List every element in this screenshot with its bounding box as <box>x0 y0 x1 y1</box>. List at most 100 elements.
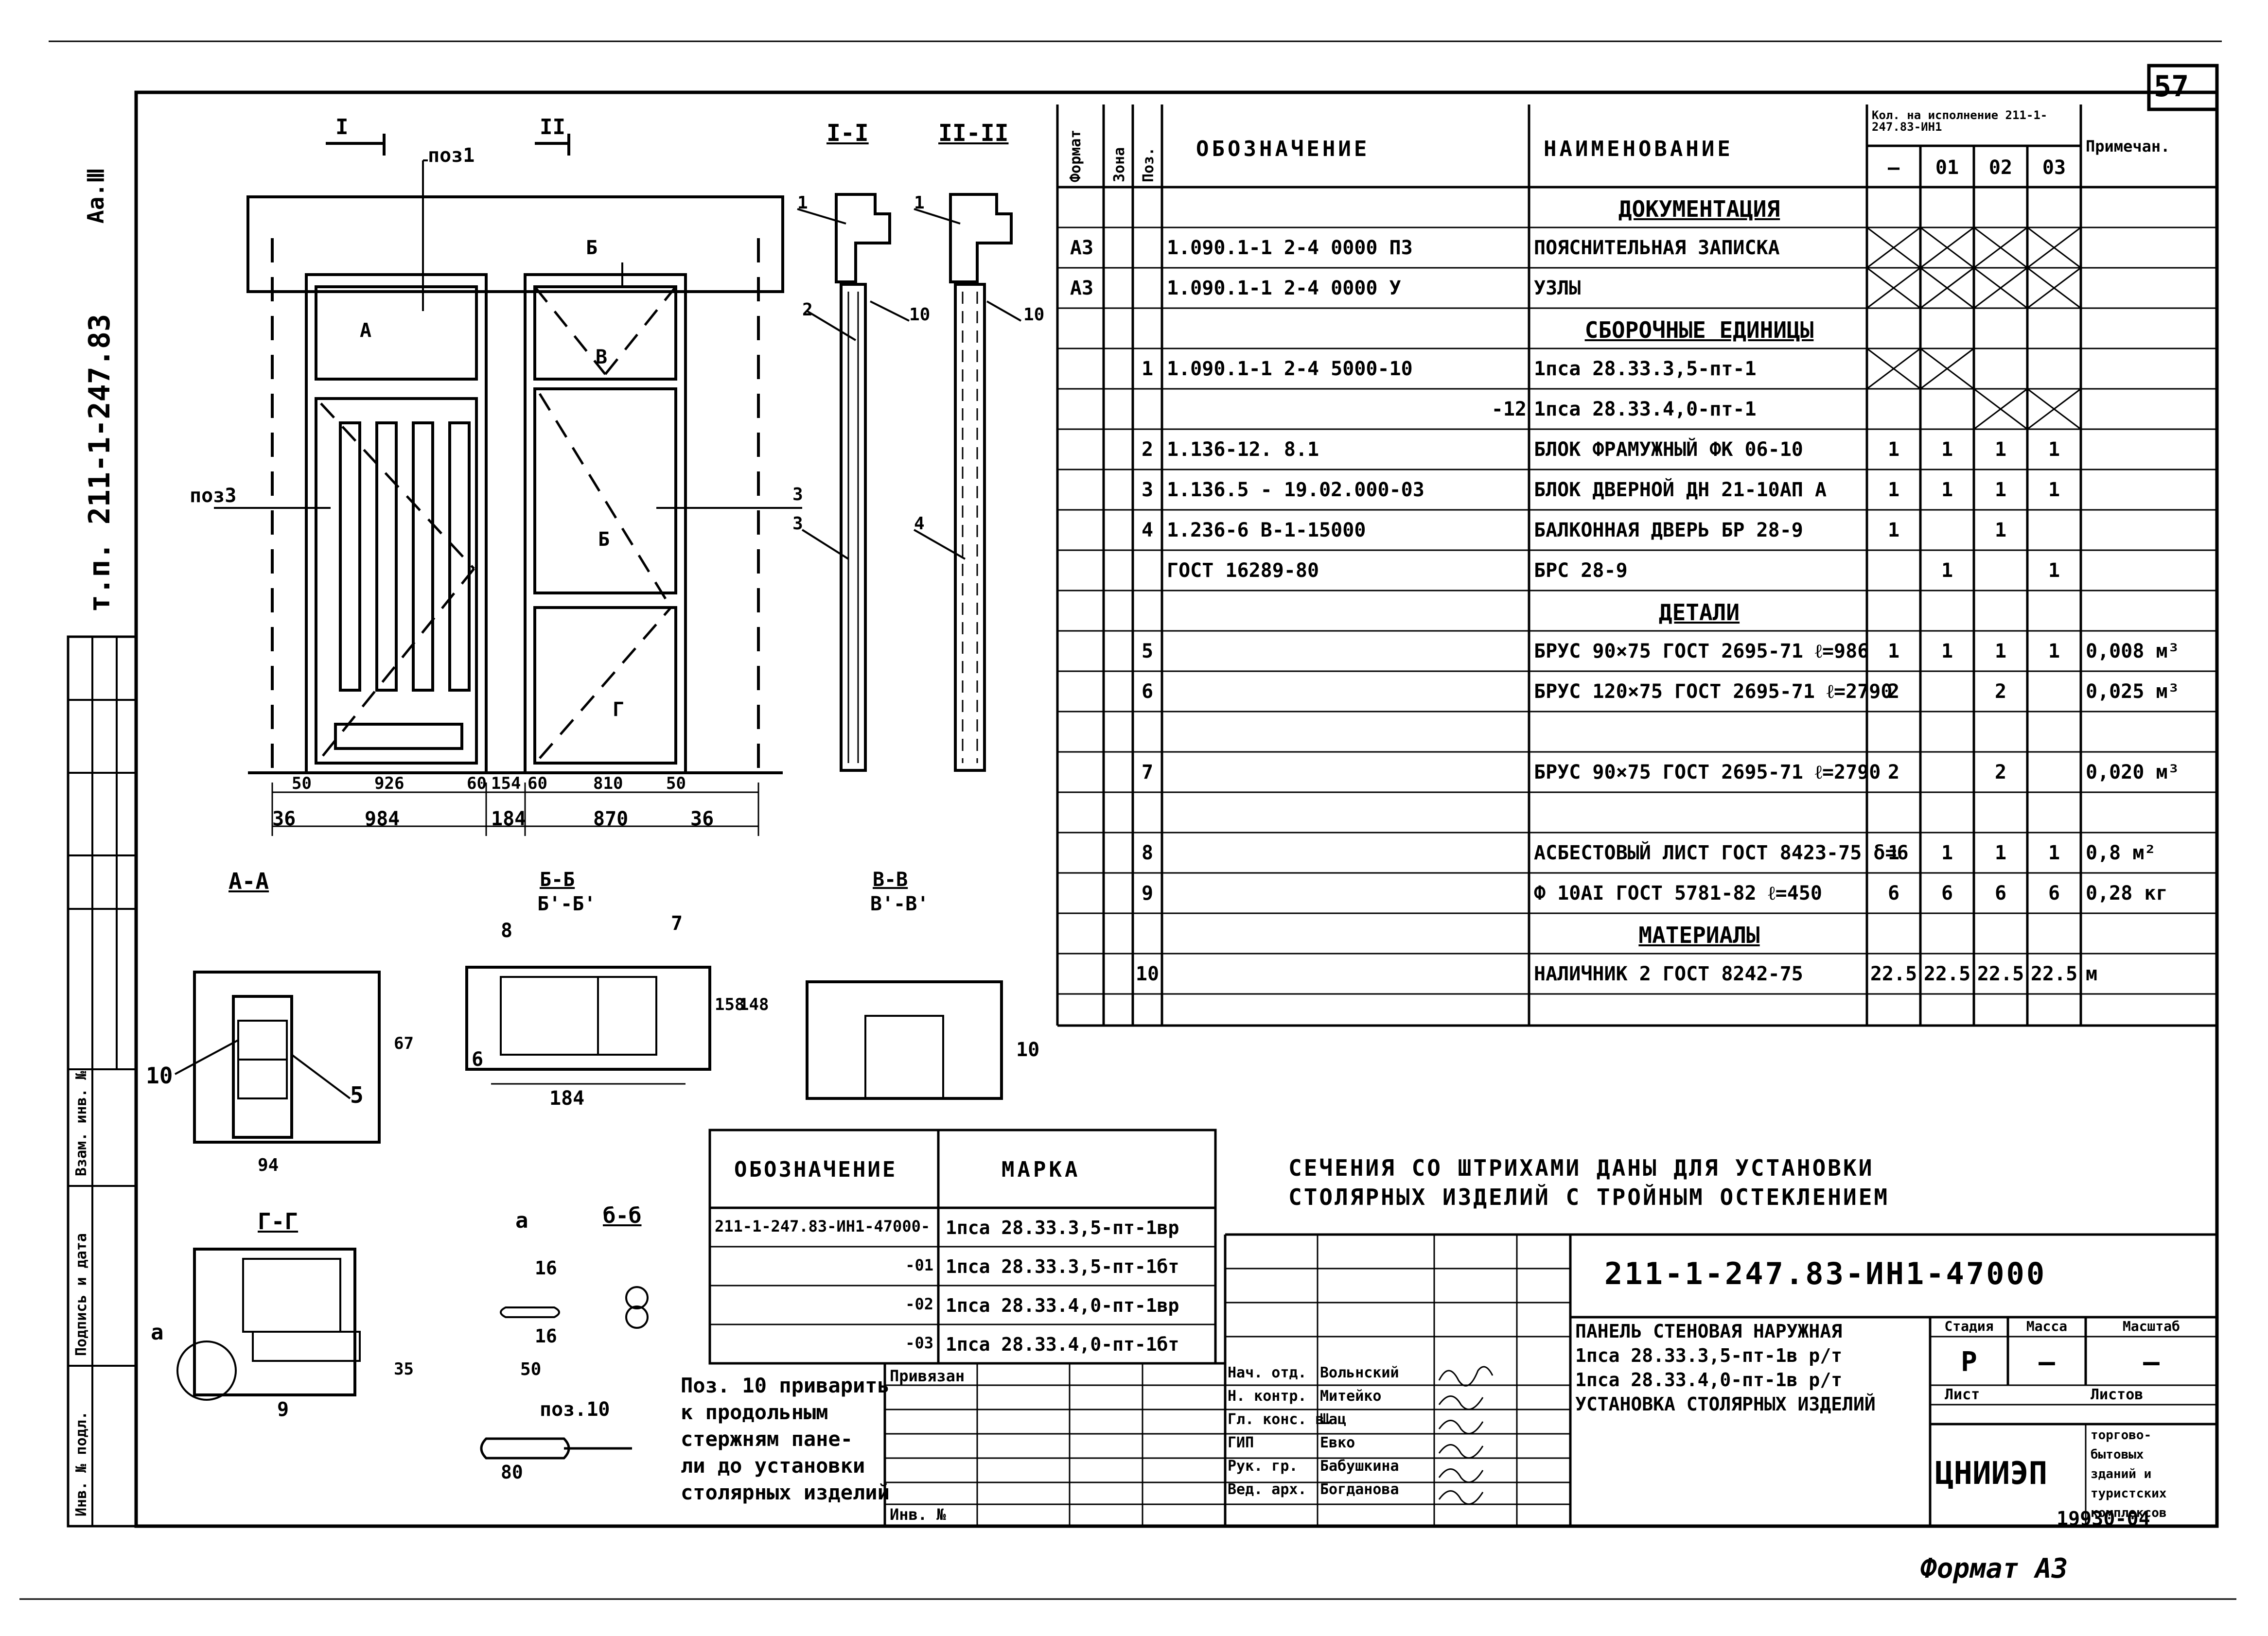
spec-cell-designation: 1.136-12. 8.1 <box>1167 438 1319 461</box>
spec-cell-name: БРС 28-9 <box>1534 559 1628 582</box>
spec-cell-pos: 7 <box>1141 761 1154 783</box>
org-name: ЦНИИЭП <box>1935 1456 2048 1492</box>
label-1b: 1 <box>914 193 925 213</box>
sheet-number: 57 <box>2154 70 2189 104</box>
spec-cell-pos: 5 <box>1141 640 1154 662</box>
label-2: 2 <box>802 300 813 320</box>
spec-cell-qty: 1 <box>1887 479 1900 501</box>
section-bb2-title: Б'-Б' <box>537 893 596 915</box>
th-name: НАИМЕНОВАНИЕ <box>1544 137 1733 161</box>
org-sub-4: туристских <box>2091 1486 2167 1501</box>
scale-value: — <box>2143 1346 2160 1378</box>
spec-cell-name: БЛОК ДВЕРНОЙ ДН 21-10АП А <box>1534 479 1827 501</box>
label-3b: 3 <box>792 514 803 534</box>
section-bb-title: Б-Б <box>540 869 575 891</box>
spec-cell-qty: 6 <box>1941 882 1953 905</box>
spec-cell-pos: 4 <box>1141 519 1154 541</box>
pos10-title: поз.10 <box>540 1398 610 1421</box>
det-label-a: а <box>151 1320 164 1345</box>
sections-note-line1: СЕЧЕНИЯ СО ШТРИХАМИ ДАНЫ ДЛЯ УСТАНОВКИ <box>1288 1155 1874 1181</box>
sheets-header: Листов <box>2091 1386 2144 1403</box>
spec-cell-qty: 1 <box>2048 640 2060 662</box>
det-label-94: 94 <box>258 1155 279 1175</box>
title-block-grid <box>883 1233 2217 1526</box>
spec-cell-qty: 6 <box>1887 882 1900 905</box>
dim-60b: 60 <box>527 774 547 793</box>
dim-810: 810 <box>593 774 623 793</box>
spec-cell-pos: 10 <box>1135 963 1160 985</box>
det-label-10a: 10 <box>146 1062 173 1089</box>
role-label: Вед. арх. <box>1228 1481 1307 1498</box>
spec-cell-qty: 1 <box>1994 438 2007 461</box>
det-label-67: 67 <box>394 1034 414 1053</box>
role-person: Евко <box>1320 1434 1355 1451</box>
spec-cell-designation: 1.090.1-1 2-4 0000 ПЗ <box>1167 237 1413 259</box>
mass-value: — <box>2039 1346 2055 1378</box>
spec-cell-designation: ГОСТ 16289-80 <box>1167 559 1319 582</box>
th-format: Формат <box>1067 129 1084 182</box>
section-a-title: а <box>515 1208 528 1233</box>
org-sub-1: торгово- <box>2091 1428 2152 1443</box>
dim-36b: 36 <box>690 808 714 830</box>
detail-views <box>175 966 1003 1460</box>
det-label-16a: 16 <box>535 1257 557 1279</box>
spec-cell-qty: 1 <box>1994 842 2007 864</box>
spec-cell-note: м <box>2086 963 2098 985</box>
th-qty-2: 02 <box>1988 157 2013 179</box>
spec-cell-note: 0,28 кг <box>2086 882 2168 905</box>
side-strip-label-inv: Инв. № подл. <box>73 1411 90 1516</box>
section-aa-title: А-А <box>229 868 269 894</box>
section-views <box>797 193 1021 772</box>
dim-926: 926 <box>374 774 404 793</box>
org-sub-2: бытовых <box>2091 1447 2144 1462</box>
th-qty: Кол. на исполнение 211-1-247.83-ИН1 <box>1872 108 2048 134</box>
role-label: Нач. отд. <box>1228 1364 1307 1381</box>
det-label-10b: 10 <box>1016 1039 1040 1061</box>
spec-cell-qty: 1 <box>1941 842 1953 864</box>
det-label-158: 158 <box>715 995 745 1014</box>
spec-cell-qty: 22.5 <box>1923 963 1971 985</box>
title-line-3: 1пса 28.33.4,0-пт-1в р/т <box>1575 1369 1843 1391</box>
spec-cell-pos: 3 <box>1141 479 1154 501</box>
cut-label-2: II <box>540 115 565 139</box>
spec-cell-name: БЛОК ФРАМУЖНЫЙ ФК 06-10 <box>1534 438 1803 461</box>
role-person: Богданова <box>1320 1481 1399 1498</box>
dim-984: 984 <box>365 808 400 830</box>
marks-cell-mark: 1пса 28.33.3,5-пт-1вр <box>946 1217 1179 1238</box>
project-code: т.п. 211-1-247.83 <box>83 313 117 612</box>
spec-cell-name: НАЛИЧНИК 2 ГОСТ 8242-75 <box>1534 963 1803 985</box>
det-label-35: 35 <box>394 1359 414 1379</box>
label-10a: 10 <box>909 305 931 325</box>
th-qty-0: — <box>1887 157 1900 179</box>
dim-154: 154 <box>491 774 521 793</box>
marks-cell-designation: -02 <box>905 1295 933 1313</box>
marks-cell-designation: -01 <box>905 1256 933 1274</box>
role-label: Н. контр. <box>1228 1388 1307 1405</box>
side-strip-label-replace: Взам. инв. № <box>73 1071 90 1176</box>
marks-cell-mark: 1пса 28.33.3,5-пт-1бт <box>946 1256 1179 1277</box>
section-gg-title: Г-Г <box>258 1208 299 1235</box>
weld-note-2: к продольным <box>681 1400 828 1424</box>
marks-cell-mark: 1пса 28.33.4,0-пт-1вр <box>946 1295 1179 1316</box>
spec-cell-name: СБОРОЧНЫЕ ЕДИНИЦЫ <box>1584 317 1814 343</box>
spec-cell-qty: 1 <box>1941 559 1953 582</box>
det-label-6: 6 <box>472 1048 484 1071</box>
sections-note-line2: СТОЛЯРНЫХ ИЗДЕЛИЙ С ТРОЙНЫМ ОСТЕКЛЕНИЕМ <box>1288 1184 1890 1210</box>
cut-G-label: Г <box>613 698 625 721</box>
spec-cell-name: 1пса 28.33.3,5-пт-1 <box>1534 358 1757 380</box>
spec-cell-name: БРУС 90×75 ГОСТ 2695-71 ℓ=2790 <box>1534 761 1881 783</box>
dim-36a: 36 <box>272 808 296 830</box>
spec-cell-pos: 2 <box>1141 438 1154 461</box>
cut-B-top-label: Б <box>586 237 598 259</box>
det-label-16b: 16 <box>535 1325 557 1347</box>
spec-cell-pos: 6 <box>1141 680 1154 703</box>
spec-cell-name: ПОЯСНИТЕЛЬНАЯ ЗАПИСКА <box>1534 237 1780 259</box>
det-label-9: 9 <box>277 1398 289 1421</box>
org-sub-5: комплексов <box>2091 1506 2167 1520</box>
side-strip <box>67 635 138 1528</box>
dim-50a: 50 <box>292 774 312 793</box>
spec-cell-qty: 1 <box>1887 640 1900 662</box>
privyazan-label: Привязан <box>890 1367 965 1385</box>
